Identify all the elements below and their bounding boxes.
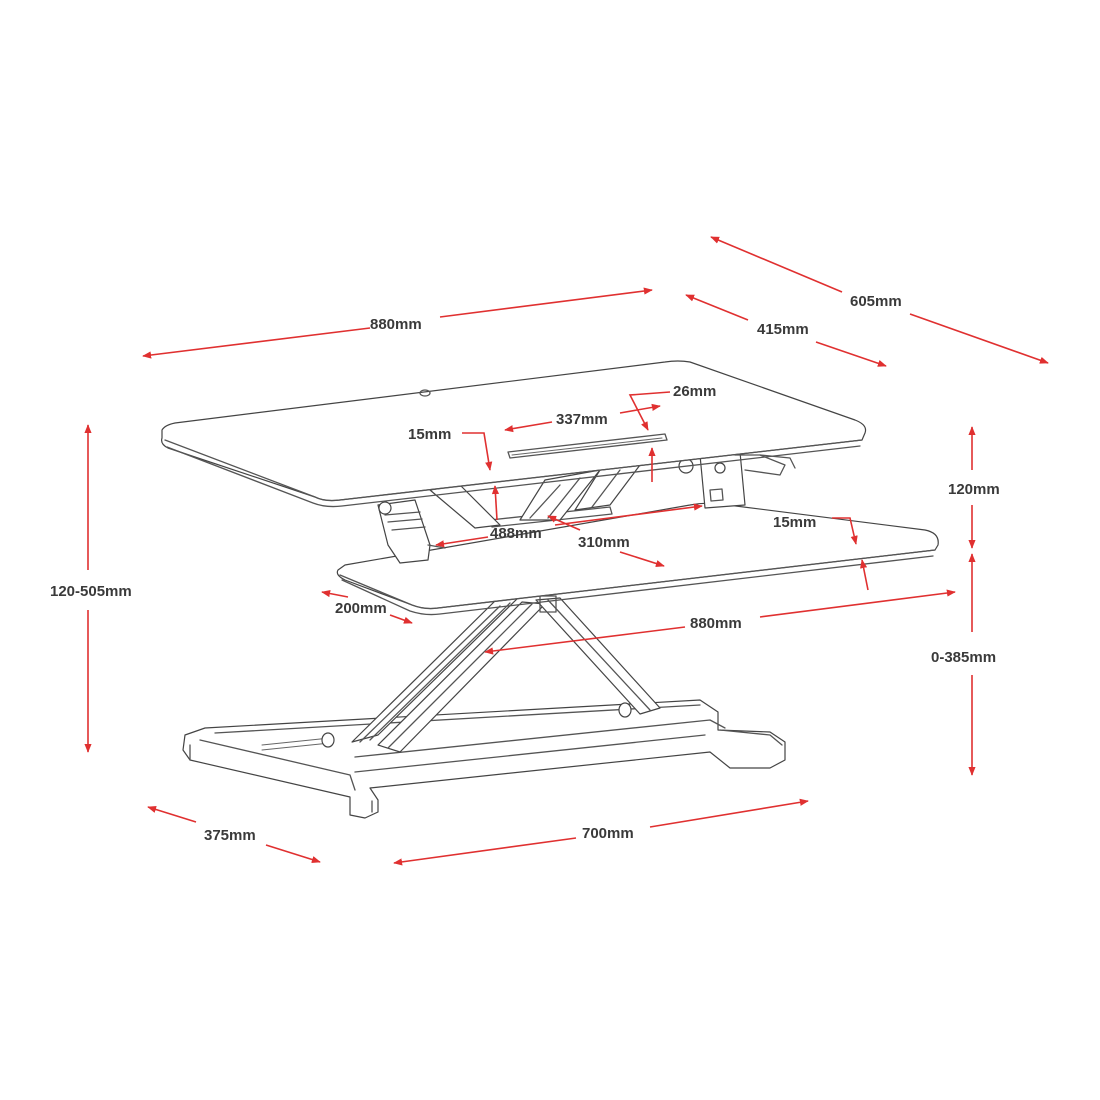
dim-keyboard-offset-arrow-right — [389, 614, 413, 624]
lower-scissor-lift — [351, 595, 661, 753]
desktop-top — [161, 360, 867, 508]
dim-keyboard-front-line-left — [435, 536, 489, 548]
upper-riser — [377, 451, 796, 564]
label-base-width: 700mm — [582, 825, 634, 842]
label-overall-depth: 605mm — [850, 293, 902, 310]
dimension-lines — [84, 236, 1049, 866]
dim-keyboard-depth-line-right — [619, 551, 665, 567]
label-total-height: 120-505mm — [50, 583, 132, 600]
dim-top-thickness-arrow — [491, 485, 500, 521]
label-keyboard-offset: 200mm — [335, 600, 387, 617]
keyboard-tray — [336, 502, 939, 616]
dim-top-width-line-right — [439, 287, 653, 318]
label-base-depth: 375mm — [204, 827, 256, 844]
dim-keyboard-width-line-left — [484, 626, 686, 655]
label-slot-width: 26mm — [673, 383, 716, 400]
label-top-depth: 415mm — [757, 321, 809, 338]
label-upper-gap: 120mm — [948, 481, 1000, 498]
dim-slot-length-line-right — [619, 403, 661, 414]
dim-keyboard-depth-line-left — [547, 515, 581, 531]
desk-converter-drawing — [161, 360, 939, 819]
dim-overall-depth-line-right — [909, 313, 1049, 364]
label-keyboard-thickness: 15mm — [773, 514, 816, 531]
label-keyboard-depth: 310mm — [578, 534, 630, 551]
dim-top-depth-line-left — [685, 294, 749, 321]
base-frame — [182, 699, 786, 819]
dim-keyboard-thickness-leader — [832, 517, 858, 545]
dim-base-width-line-left — [393, 837, 577, 866]
dim-base-width-line-right — [649, 798, 809, 828]
dim-slot-length-line-left — [504, 421, 553, 433]
label-keyboard-width: 880mm — [690, 615, 742, 632]
dim-keyboard-front-line-right — [554, 503, 703, 526]
dim-slot-width-leader — [628, 391, 671, 431]
dim-top-depth-line-right — [815, 341, 887, 367]
dimension-labels: 880mm 415mm 605mm 26mm 337mm 15mm 120mm … — [50, 293, 1000, 844]
label-top-width: 880mm — [370, 316, 422, 333]
label-top-thickness: 15mm — [408, 426, 451, 443]
dim-top-thickness-leader — [462, 432, 493, 471]
label-keyboard-front: 488mm — [490, 525, 542, 542]
dim-keyboard-width-line-right — [759, 589, 956, 618]
dim-top-width-line-left — [142, 327, 371, 359]
label-lift-range: 0-385mm — [931, 649, 996, 666]
dim-overall-depth-line-left — [710, 236, 843, 293]
dim-keyboard-offset-arrow-left — [321, 589, 349, 598]
dim-keyboard-thickness-arrow — [860, 559, 869, 591]
dim-base-depth-line-left — [147, 805, 197, 823]
dim-base-depth-line-right — [265, 844, 321, 864]
label-slot-length: 337mm — [556, 411, 608, 428]
